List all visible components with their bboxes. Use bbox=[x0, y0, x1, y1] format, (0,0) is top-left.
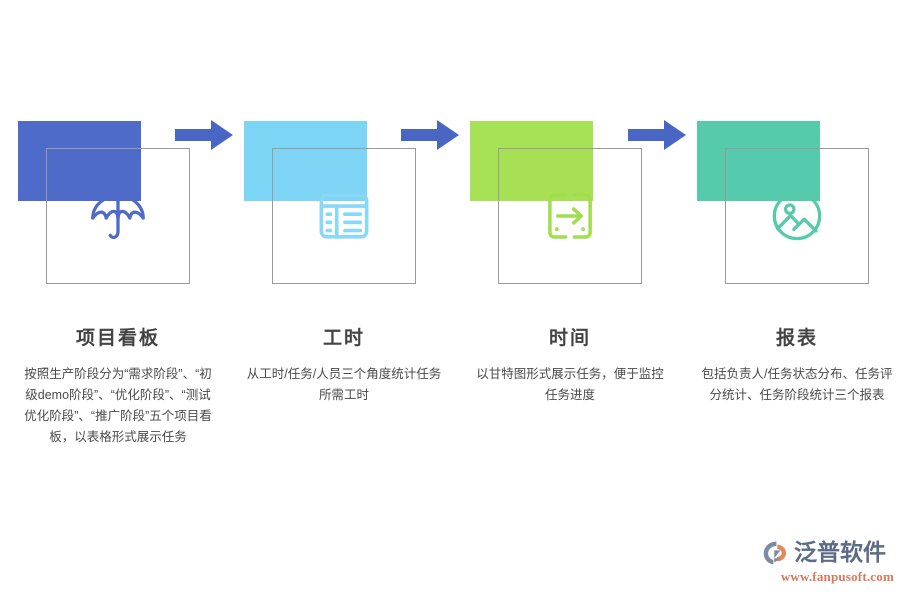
logo-row: 泛普软件 bbox=[762, 538, 894, 568]
brand-logo[interactable]: 泛普软件 www.fanpusoft.com bbox=[762, 538, 894, 586]
step-frame bbox=[725, 148, 869, 284]
column-description: 按照生产阶段分为“需求阶段”、“初级demo阶段”、“优化阶段”、“测试优化阶段… bbox=[24, 367, 212, 444]
logo-website-url: www.fanpusoft.com bbox=[780, 569, 894, 584]
umbrella-icon bbox=[46, 148, 190, 284]
step-color-block bbox=[470, 121, 593, 201]
logo-brand-name: 泛普软件 bbox=[794, 540, 886, 565]
step-color-block bbox=[697, 121, 820, 201]
column-time: 时间 以甘特图形式展示任务，便于监控任务进度 bbox=[457, 326, 683, 406]
step-overlap-tint bbox=[499, 149, 593, 201]
step-overlap-tint bbox=[47, 149, 141, 201]
step-overlap-tint bbox=[726, 149, 820, 201]
column-title: 工时 bbox=[322, 328, 365, 349]
column-title: 报表 bbox=[775, 328, 818, 349]
step-frame bbox=[498, 148, 642, 284]
image-circle-icon bbox=[725, 148, 869, 284]
process-flow bbox=[0, 0, 900, 300]
list-layout-icon bbox=[272, 148, 416, 284]
arrow-connector-3 bbox=[628, 118, 688, 152]
flow-step-work-hours[interactable] bbox=[226, 0, 452, 300]
arrow-connector-1 bbox=[175, 118, 235, 152]
fanpu-logo-mark-icon bbox=[762, 539, 790, 567]
step-color-block bbox=[244, 121, 367, 201]
column-report: 报表 包括负责人/任务状态分布、任务评分统计、任务阶段统计三个报表 bbox=[684, 326, 900, 406]
column-work-hours: 工时 从工时/任务/人员三个角度统计任务所需工时 bbox=[231, 326, 457, 406]
column-description: 从工时/任务/人员三个角度统计任务所需工时 bbox=[246, 367, 442, 402]
column-project-board: 项目看板 按照生产阶段分为“需求阶段”、“初级demo阶段”、“优化阶段”、“测… bbox=[5, 326, 231, 448]
column-title: 项目看板 bbox=[75, 328, 160, 349]
arrow-connector-2 bbox=[401, 118, 461, 152]
step-overlap-tint bbox=[273, 149, 367, 201]
step-frame bbox=[272, 148, 416, 284]
column-title: 时间 bbox=[548, 328, 591, 349]
column-description: 以甘特图形式展示任务，便于监控任务进度 bbox=[476, 367, 664, 402]
step-frame bbox=[46, 148, 190, 284]
transfer-arrow-icon bbox=[498, 148, 642, 284]
step-color-block bbox=[18, 121, 141, 201]
flow-step-time[interactable] bbox=[452, 0, 678, 300]
flow-step-project-board[interactable] bbox=[0, 0, 226, 300]
column-description: 包括负责人/任务状态分布、任务评分统计、任务阶段统计三个报表 bbox=[701, 367, 893, 402]
flow-step-report[interactable] bbox=[679, 0, 900, 300]
